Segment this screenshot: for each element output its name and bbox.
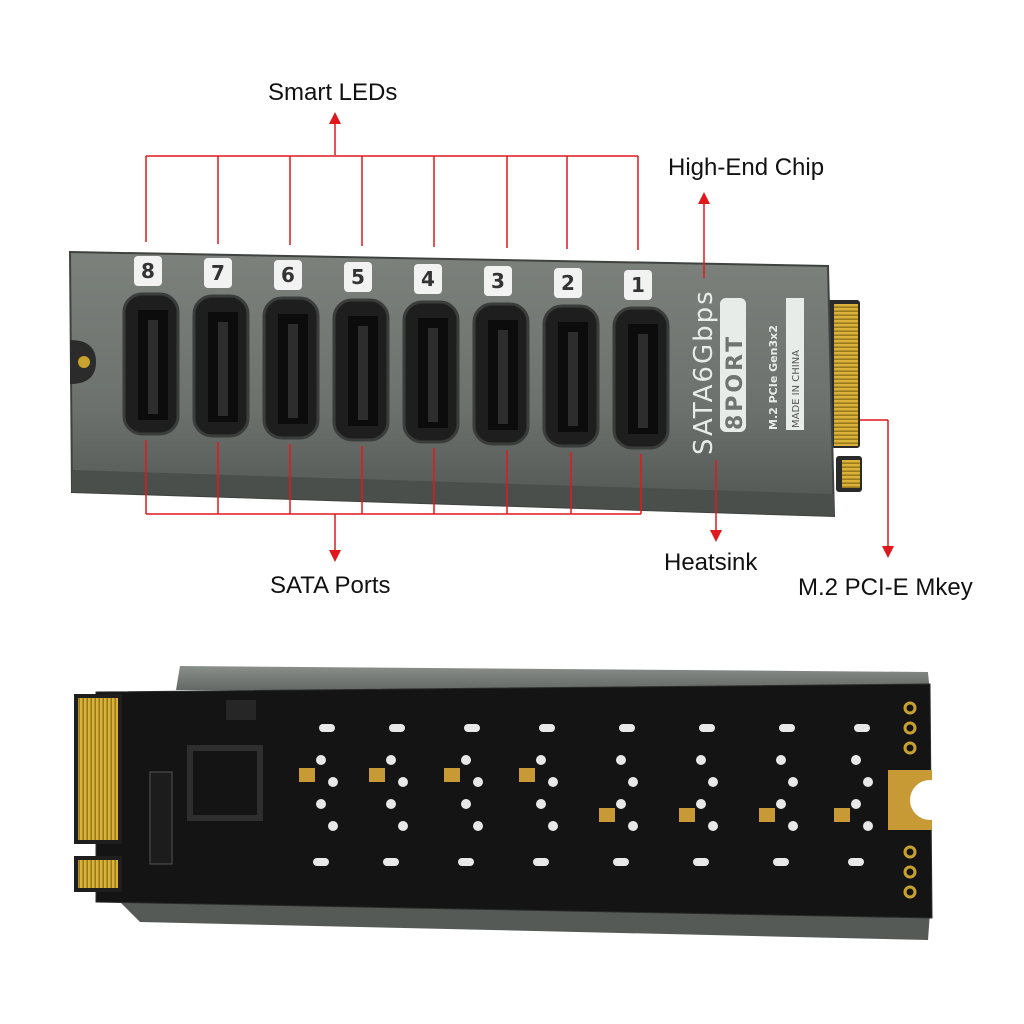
sata-port-2[interactable]: 2 [542, 268, 600, 448]
ports-text: 8PORT [723, 334, 748, 430]
led-component-column [444, 724, 483, 866]
heatsink-card: 8 7 6 5 4 3 2 1 SATA6Gbps 8PORT M.2 PCIe Gen3x2… [68, 250, 862, 518]
port-number-label: 7 [211, 261, 225, 285]
port-badge [720, 298, 746, 432]
sata-port-1[interactable]: 1 [612, 270, 670, 450]
sata-ports-label: SATA Ports [270, 572, 391, 599]
smart-leds-callout [145, 112, 639, 250]
port-number-label: 3 [491, 269, 505, 293]
pcb-gold-contacts-lower [78, 860, 118, 888]
led-component-column [519, 724, 558, 866]
pcb-traces [149, 700, 263, 865]
led-component-column [369, 724, 408, 866]
high-end-chip-label: High-End Chip [668, 154, 825, 181]
sata-ports-callout [145, 440, 642, 562]
gold-contacts-lower [842, 460, 860, 488]
port-number-label: 5 [351, 265, 365, 289]
origin-badge [786, 298, 804, 430]
pcb-gold-contacts-upper [78, 698, 118, 840]
m2-key-label: M.2 PCI-E Mkey [798, 574, 973, 601]
led-component-column [599, 724, 638, 866]
heatsink-label: Heatsink [664, 549, 758, 576]
sata-port-7[interactable]: 7 [192, 258, 250, 438]
sata-port-4[interactable]: 4 [402, 264, 460, 444]
sata-port-group: 8 7 6 5 4 3 2 1 [122, 256, 670, 450]
led-component-column [679, 724, 718, 866]
sata-port-3[interactable]: 3 [472, 266, 530, 446]
pcb-backside [74, 666, 950, 940]
pcb-board [95, 683, 933, 919]
sata-port-8[interactable]: 8 [122, 256, 180, 436]
heatsink-print: SATA6Gbps [689, 289, 719, 455]
port-number-label: 4 [421, 267, 435, 291]
origin-text: MADE IN CHINA [791, 350, 802, 428]
sata-port-6[interactable]: 6 [262, 260, 320, 440]
sata-port-5[interactable]: 5 [332, 262, 390, 442]
port-number-label: 8 [141, 259, 155, 283]
ports-print: 8PORT [723, 334, 748, 430]
component-columns [299, 724, 873, 866]
gold-contacts-upper [834, 304, 858, 446]
m2-key-callout [860, 419, 894, 558]
led-component-column [299, 724, 338, 866]
port-number-label: 6 [281, 263, 295, 287]
speed-text: SATA6Gbps [689, 289, 719, 455]
smart-leds-label: Smart LEDs [268, 79, 398, 106]
led-component-column [759, 724, 798, 866]
interface-text: M.2 PCIe Gen3x2 [767, 325, 780, 430]
port-number-label: 2 [561, 271, 575, 295]
led-component-column [834, 724, 873, 866]
port-number-label: 1 [631, 273, 645, 297]
right-pads [903, 701, 917, 899]
